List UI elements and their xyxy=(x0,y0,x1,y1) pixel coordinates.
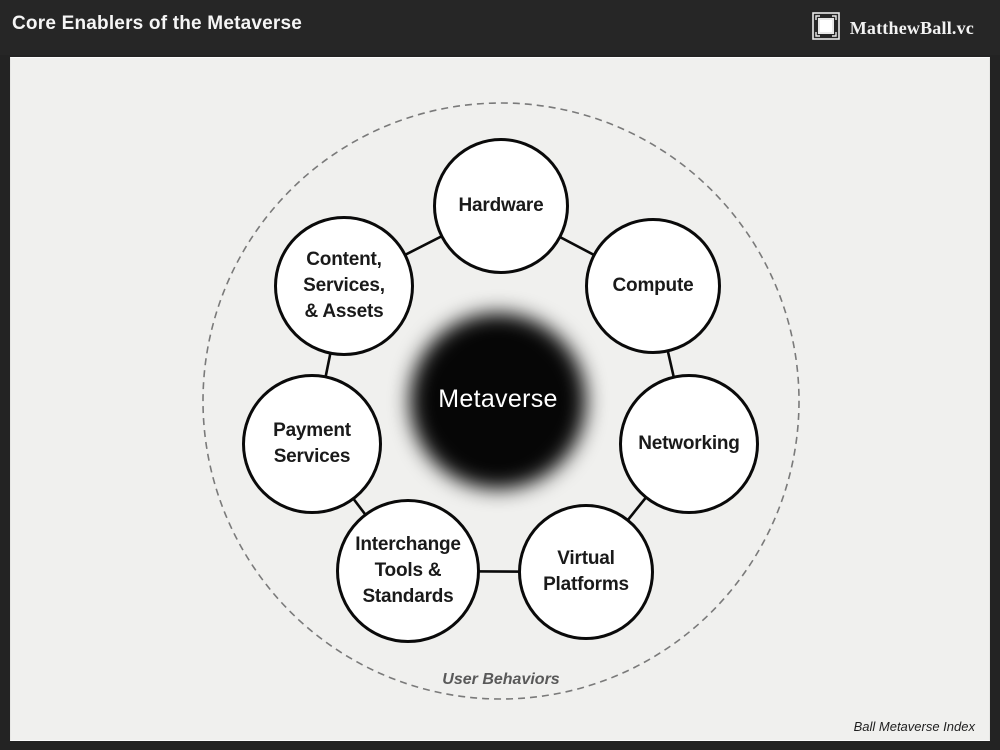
node-content-services-assets: Content, Services, & Assets xyxy=(274,216,414,356)
footer-caption: Ball Metaverse Index xyxy=(853,719,975,734)
user-behaviors-label: User Behaviors xyxy=(442,671,560,688)
header-bar: Core Enablers of the Metaverse MatthewBa… xyxy=(0,0,1000,55)
node-label: Services xyxy=(273,446,351,467)
node-label: Services, xyxy=(303,275,385,296)
diagram-canvas: Metaverse Hardware Compute Networking Vi… xyxy=(10,57,990,741)
node-label: Content, xyxy=(306,249,382,270)
node-label: Tools & xyxy=(374,560,442,581)
node-label: Networking xyxy=(638,433,740,454)
node-label: Hardware xyxy=(458,195,544,216)
brand-name: MatthewBall.vc xyxy=(849,18,974,38)
node-label: & Assets xyxy=(304,301,384,322)
brand-lockup: MatthewBall.vc xyxy=(810,10,974,47)
node-payment-services: Payment Services xyxy=(242,374,382,514)
node-label: Payment xyxy=(273,420,351,441)
node-hardware: Hardware xyxy=(433,138,569,274)
node-label: Compute xyxy=(612,275,694,296)
node-label: Interchange xyxy=(355,534,461,555)
node-compute: Compute xyxy=(585,218,721,354)
node-networking: Networking xyxy=(619,374,759,514)
metaverse-label: Metaverse xyxy=(438,385,558,413)
node-virtual-platforms: Virtual Platforms xyxy=(518,504,654,640)
user-behaviors-dashed-ring xyxy=(202,102,800,700)
node-label: Virtual xyxy=(557,548,615,569)
matthewball-logo-icon xyxy=(810,10,842,47)
node-label: Standards xyxy=(362,586,454,607)
metaverse-core-circle xyxy=(410,313,586,489)
page-title: Core Enablers of the Metaverse xyxy=(12,13,303,34)
node-label: Platforms xyxy=(543,574,629,595)
node-interchange-tools-standards: Interchange Tools & Standards xyxy=(336,499,480,643)
